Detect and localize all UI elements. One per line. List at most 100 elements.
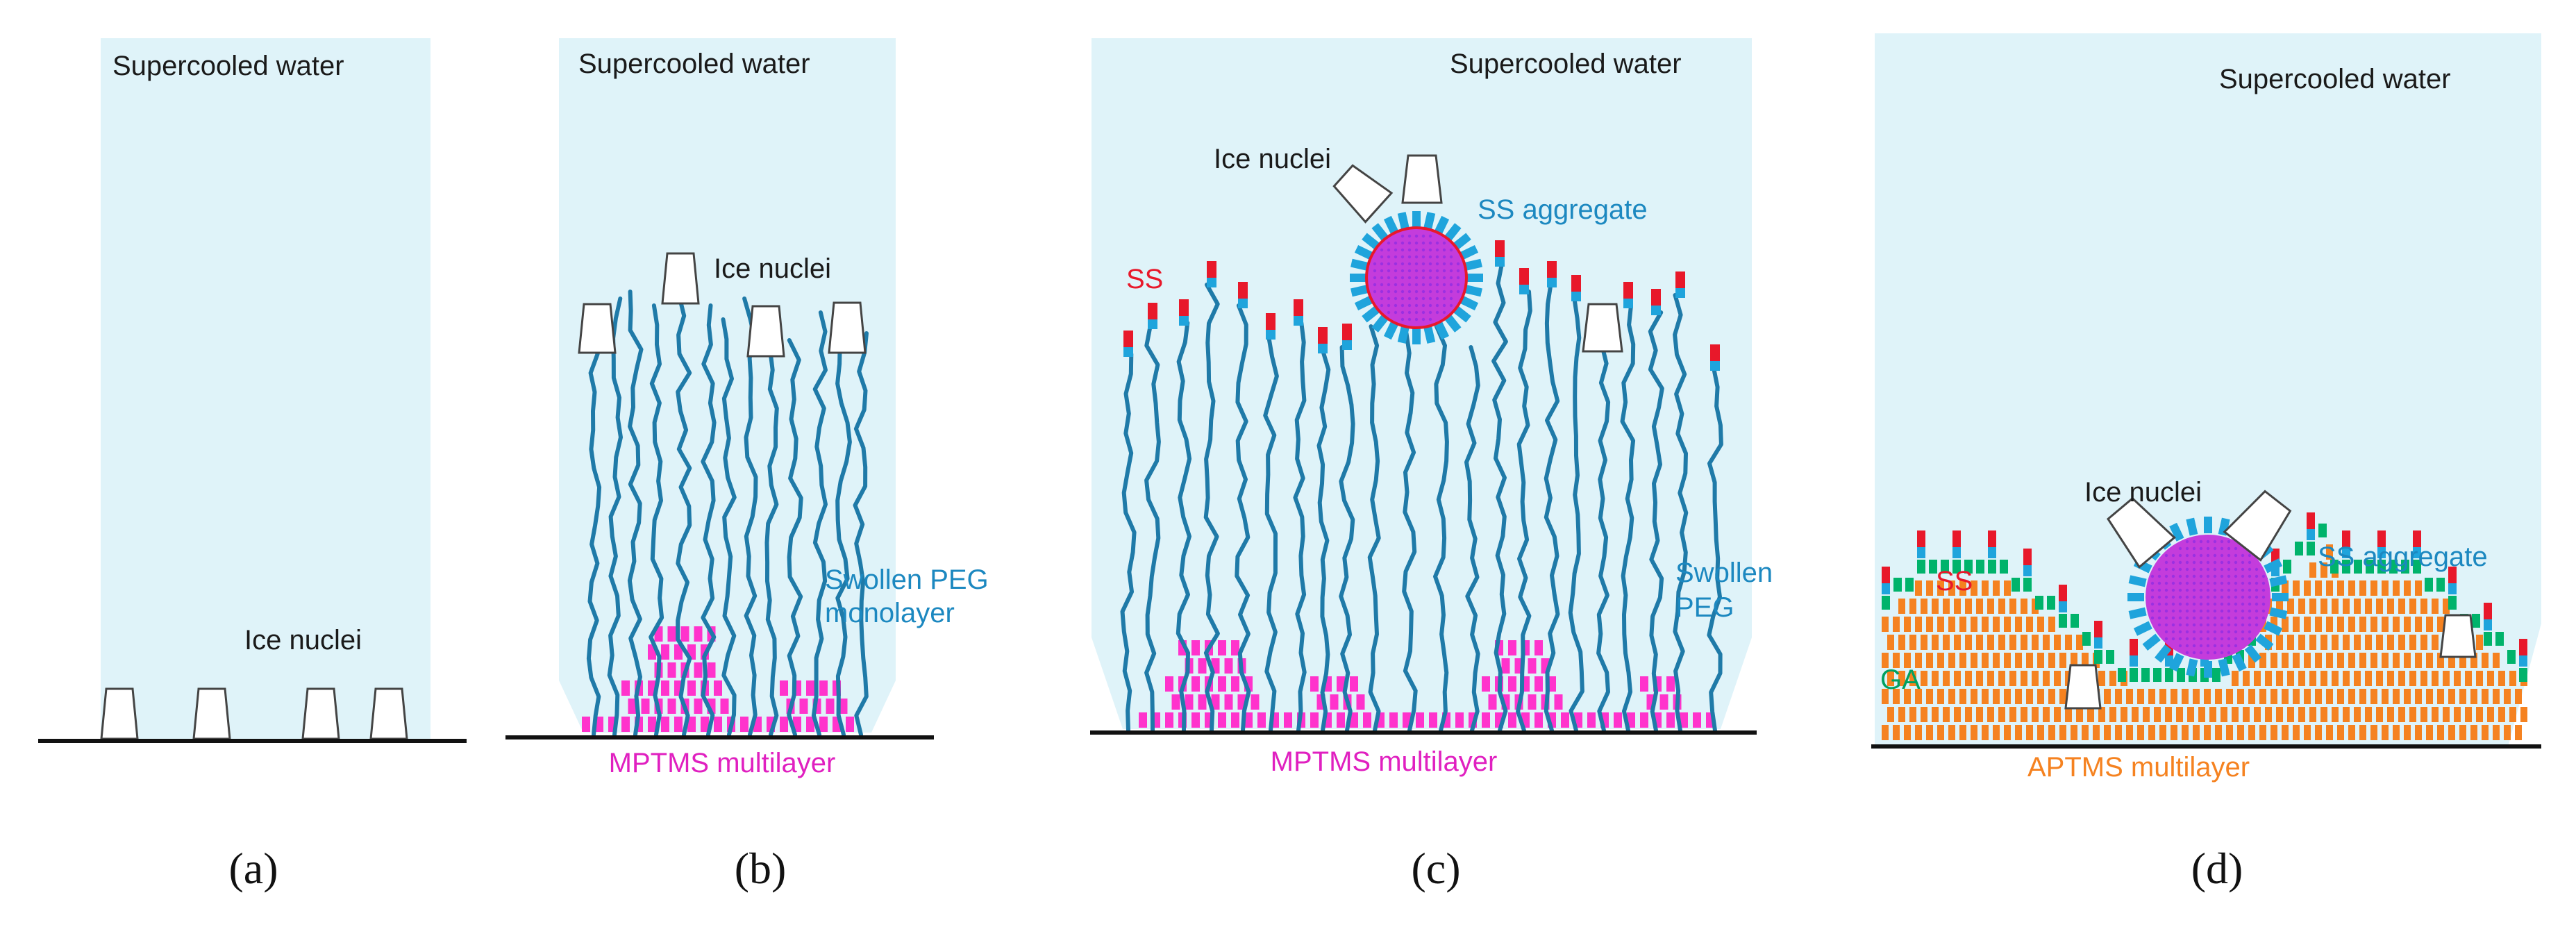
aggregate-dot — [1407, 255, 1412, 259]
aggregate-dot — [2178, 553, 2182, 558]
layer-block — [2287, 671, 2294, 686]
aggregate-dot — [2220, 602, 2224, 606]
layer-block — [806, 717, 814, 732]
ga-linker — [2283, 560, 2291, 574]
ga-linker — [2377, 560, 2386, 574]
ss-head — [1988, 530, 1996, 547]
aggregate-dot — [2227, 630, 2231, 634]
layer-block — [2159, 725, 2166, 740]
aggregate-dot — [2150, 602, 2155, 606]
surfactant-shell — [2128, 607, 2147, 619]
aggregate-dot — [2234, 630, 2238, 634]
aggregate-dot — [1387, 276, 1391, 280]
layer-block — [714, 717, 722, 732]
aggregate-dot — [2234, 546, 2238, 551]
layer-block — [2409, 599, 2416, 614]
surfactant-shell — [2218, 658, 2230, 677]
layer-block — [2432, 671, 2439, 686]
layer-block — [2171, 689, 2177, 704]
aggregate-dot — [2171, 560, 2175, 565]
layer-block — [2493, 653, 2500, 668]
ss-head — [1917, 530, 1925, 547]
layer-block — [674, 644, 683, 660]
aggregate-dot — [2185, 630, 2189, 634]
layer-block — [661, 644, 669, 660]
surfactant-shell — [2232, 653, 2247, 672]
layer-block — [1363, 712, 1371, 728]
panel-c-water — [1092, 38, 1752, 729]
layer-block — [1993, 653, 2000, 668]
layer-block — [2393, 725, 2400, 740]
aggregate-dot — [2248, 574, 2252, 578]
aggregate-dot — [2178, 574, 2182, 578]
surfactant-shell — [2186, 658, 2198, 677]
layer-block — [1904, 653, 1911, 668]
layer-block — [2448, 653, 2455, 668]
panel-b-peg-label-2: monolayer — [825, 598, 955, 628]
layer-block — [1882, 725, 1889, 740]
layer-block — [2354, 707, 2361, 722]
aggregate-dot — [2213, 637, 2217, 641]
layer-block — [2309, 671, 2316, 686]
layer-block — [2320, 599, 2327, 614]
layer-block — [2293, 653, 2300, 668]
panel-d-water — [1875, 33, 2541, 746]
aggregate-dot — [1407, 234, 1412, 238]
layer-block — [2398, 671, 2405, 686]
layer-block — [1959, 580, 1966, 596]
aggregate-dot — [2192, 630, 2196, 634]
layer-block — [1971, 689, 1977, 704]
ss-head — [1623, 282, 1633, 299]
aggregate-dot — [1435, 303, 1439, 308]
aggregate-dot — [2206, 651, 2210, 655]
aggregate-dot — [2192, 644, 2196, 648]
aggregate-dot — [2206, 546, 2210, 551]
ss-head — [1547, 261, 1557, 278]
aggregate-dot — [2227, 595, 2231, 599]
surfactant-shell — [2133, 621, 2152, 636]
ga-linker — [2389, 560, 2398, 574]
ga-linker — [2177, 668, 2185, 682]
layer-block — [2332, 635, 2339, 650]
aggregate-dot — [2227, 623, 2231, 627]
aggregate-dot — [2220, 588, 2224, 592]
layer-block — [2126, 725, 2133, 740]
layer-block — [780, 680, 788, 696]
ice-nucleus — [2064, 664, 2102, 710]
aggregate-dot — [2213, 581, 2217, 585]
aggregate-dot — [2227, 644, 2231, 648]
aggregate-dot — [1442, 276, 1446, 280]
aggregate-dot — [2206, 588, 2210, 592]
aggregate-dot — [1394, 310, 1398, 315]
ice-nucleus — [192, 687, 231, 740]
surfactant-shell — [2272, 593, 2289, 601]
layer-block — [2498, 671, 2505, 686]
peg-chain — [586, 314, 602, 737]
aggregate-dot — [1449, 269, 1453, 273]
aggregate-dot — [2248, 630, 2252, 634]
layer-block — [2232, 671, 2239, 686]
aggregate-dot — [1400, 290, 1405, 294]
aggregate-dot — [2220, 616, 2224, 620]
aggregate-dot — [2192, 546, 2196, 551]
layer-block — [2348, 580, 2355, 596]
aggregate-dot — [2255, 567, 2259, 571]
layer-block — [1993, 689, 2000, 704]
aggregate-dot — [2157, 623, 2161, 627]
ga-linker — [2012, 578, 2020, 592]
layer-block — [1893, 653, 1900, 668]
aggregate-dot — [2157, 595, 2161, 599]
aggregate-dot — [2199, 609, 2203, 613]
layer-block — [2337, 617, 2344, 632]
layer-block — [2187, 707, 2194, 722]
layer-block — [2365, 635, 2372, 650]
aggregate-dot — [1414, 303, 1419, 308]
aggregate-dot — [2248, 588, 2252, 592]
ss-linker — [1675, 288, 1685, 298]
layer-block — [2309, 707, 2316, 722]
aggregate-dot — [1373, 269, 1377, 273]
aggregate-dot — [1449, 262, 1453, 266]
layer-block — [2309, 599, 2316, 614]
ss-head — [2377, 530, 2386, 547]
aggregate-dot — [2261, 581, 2266, 585]
